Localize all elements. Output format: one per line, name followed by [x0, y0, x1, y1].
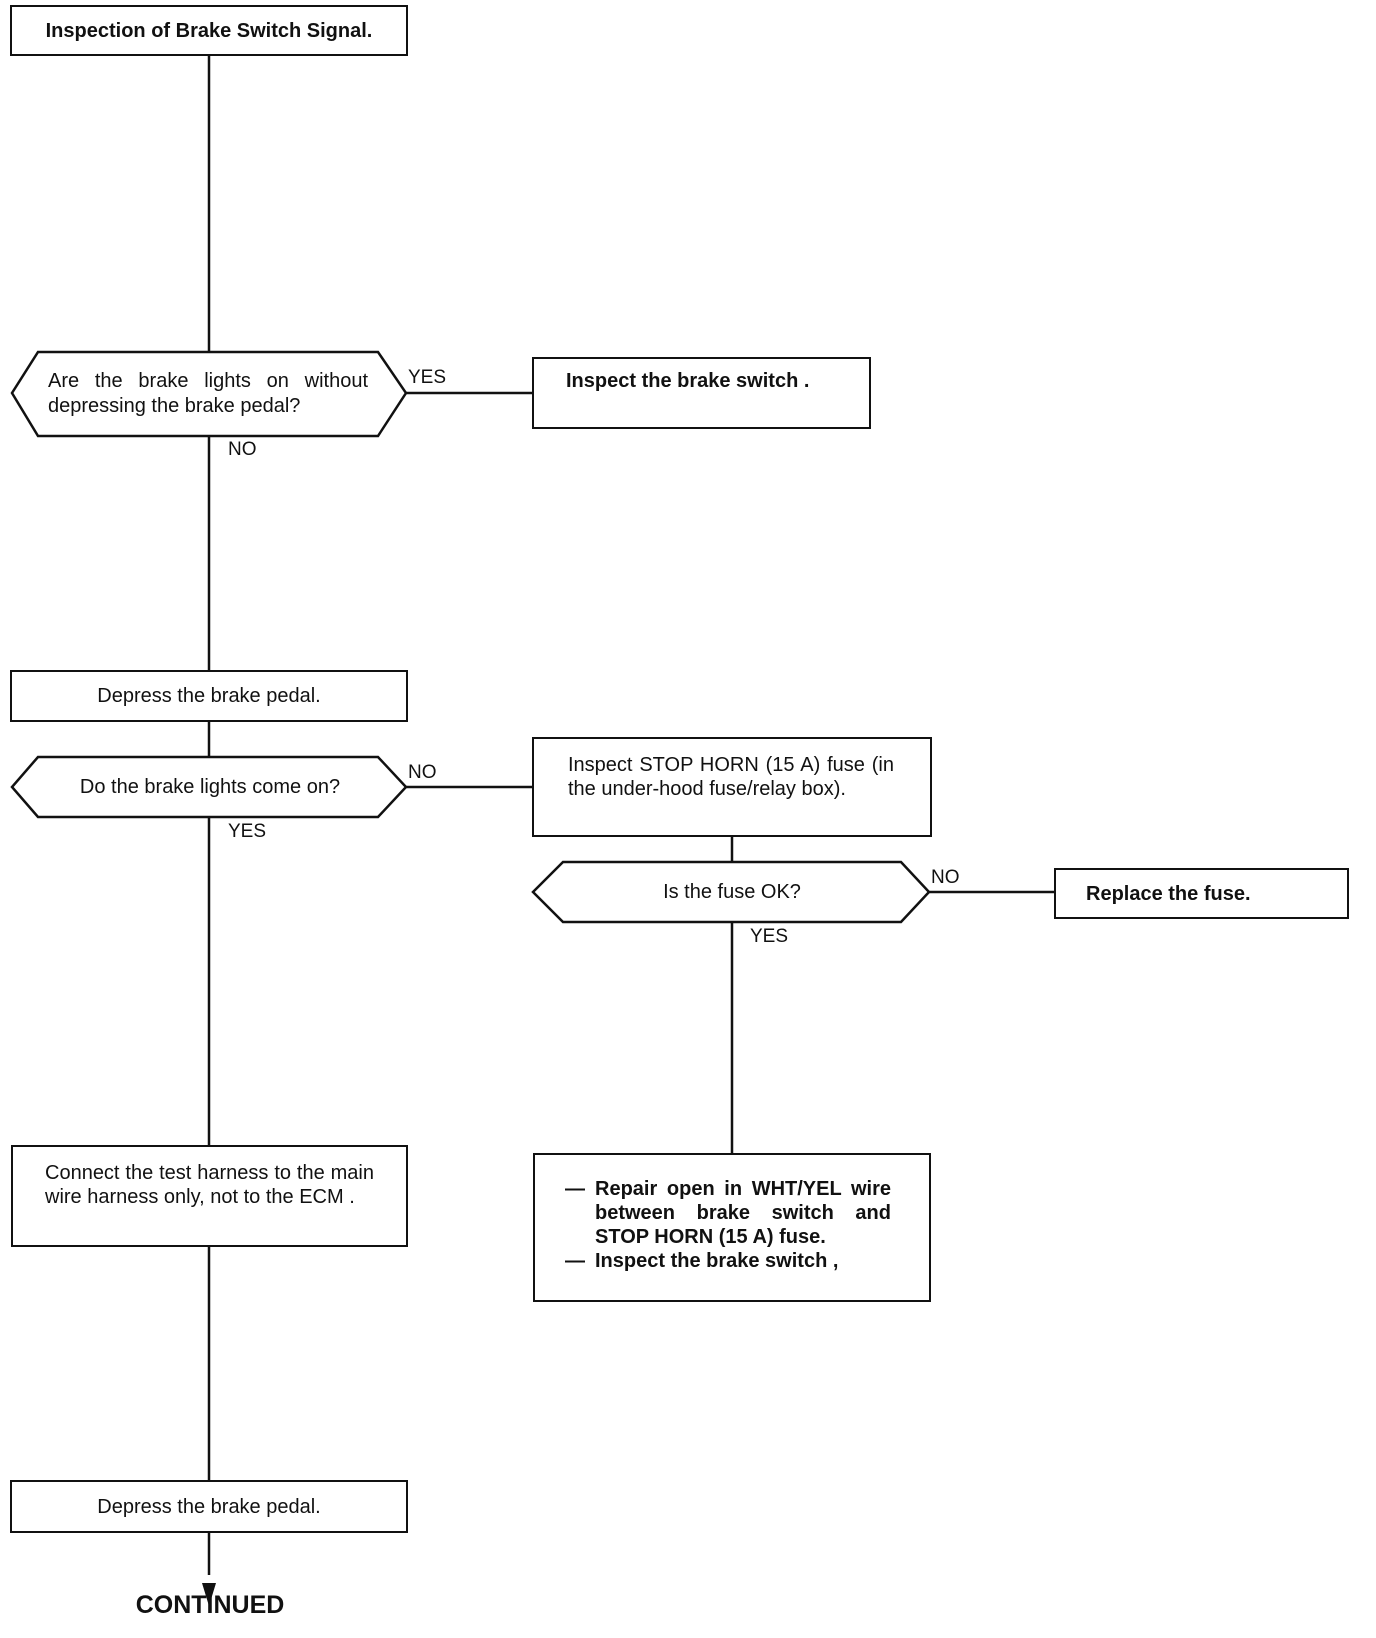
label-q2-yes: YES — [228, 821, 267, 842]
decision-lights-come-on: Do the brake lights come on? — [40, 772, 380, 802]
label-q2-no: NO — [408, 762, 437, 783]
decision-lights-come-on-text: Do the brake lights come on? — [79, 775, 341, 798]
inspect-switch-text: Inspect the brake switch . — [566, 370, 810, 392]
repair-item-2: — Inspect the brake switch , — [565, 1249, 891, 1273]
decision-shape-lights-come-on — [10, 755, 408, 819]
depress-pedal-text-2: Depress the brake pedal. — [97, 1495, 321, 1518]
connect-harness-text: Connect the test harness to the main wir… — [45, 1162, 374, 1208]
inspect-switch-box: Inspect the brake switch . — [532, 357, 871, 429]
inspect-fuse-text: Inspect STOP HORN (15 A) fuse (in the un… — [568, 754, 894, 800]
continued-label: CONTINUED — [135, 1591, 285, 1619]
start-text: Inspection of Brake Switch Signal. — [45, 19, 373, 42]
decision-lights-on: Are the brake lights on without depressi… — [40, 364, 376, 424]
repair-item-1-text: Repair open in WHT/YEL wire between brak… — [595, 1178, 891, 1248]
dash-1: — — [565, 1178, 585, 1200]
replace-fuse-text: Replace the fuse. — [1086, 882, 1251, 905]
decision-lights-on-text: Are the brake lights on without depressi… — [48, 370, 368, 417]
depress-pedal-text-1: Depress the brake pedal. — [97, 685, 321, 707]
decision-fuse-ok-text: Is the fuse OK? — [663, 880, 801, 903]
decision-fuse-ok: Is the fuse OK? — [565, 877, 899, 907]
depress-pedal-box-1: Depress the brake pedal. — [10, 670, 408, 722]
inspect-fuse-box: Inspect STOP HORN (15 A) fuse (in the un… — [532, 737, 932, 837]
label-q1-no: NO — [228, 439, 257, 460]
label-q1-yes: YES — [408, 367, 447, 388]
arrowhead-continued — [202, 1583, 216, 1606]
dash-2: — — [565, 1250, 585, 1272]
decision-shape-fuse-ok — [531, 860, 931, 924]
label-q3-no: NO — [931, 867, 960, 888]
label-q3-yes: YES — [750, 926, 789, 947]
connect-harness-box: Connect the test harness to the main wir… — [11, 1145, 408, 1247]
repair-box: — Repair open in WHT/YEL wire between br… — [533, 1153, 931, 1302]
repair-item-2-text: Inspect the brake switch , — [595, 1250, 839, 1272]
depress-pedal-box-2: Depress the brake pedal. — [10, 1480, 408, 1533]
repair-item-1: — Repair open in WHT/YEL wire between br… — [565, 1177, 891, 1249]
start-box: Inspection of Brake Switch Signal. — [10, 5, 408, 56]
replace-fuse-box: Replace the fuse. — [1054, 868, 1349, 919]
decision-shape-lights-on — [10, 350, 408, 438]
